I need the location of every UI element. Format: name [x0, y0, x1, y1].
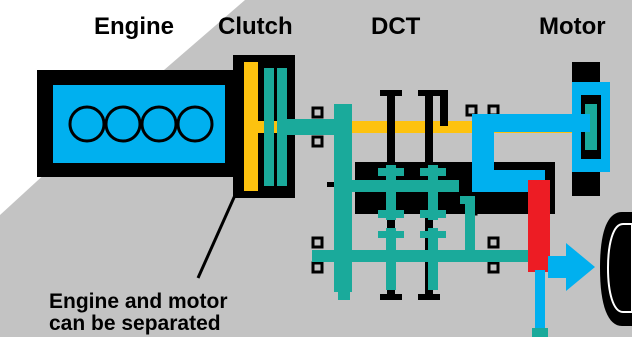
input-shaft-teal [284, 119, 344, 135]
output-arrow-head [566, 243, 595, 291]
output-arrow-stem [548, 256, 570, 278]
output-shaft-tip [532, 328, 548, 337]
output-shaft [535, 270, 545, 328]
motor-coupling [468, 114, 590, 192]
separation-note: Engine and motor can be separated [49, 291, 228, 335]
pointer-line [196, 192, 238, 279]
separation-note-line2: can be separated [49, 312, 221, 335]
engine-cylinders-icon [68, 105, 214, 143]
clutch-disc-left [264, 68, 274, 186]
dct-teal-shafts [312, 104, 528, 300]
motor-label: Motor [539, 13, 606, 40]
motor [572, 62, 610, 196]
clutch-plate [244, 62, 258, 191]
clutch-label: Clutch [218, 13, 293, 40]
engine-label: Engine [94, 13, 175, 40]
red-link [528, 180, 550, 272]
dct-label: DCT [371, 13, 421, 40]
wheel-icon [600, 212, 632, 326]
clutch-disc-right [277, 68, 287, 186]
wheel-hub [606, 223, 632, 313]
bearings [311, 104, 500, 274]
separation-note-line1: Engine and motor [49, 290, 228, 313]
